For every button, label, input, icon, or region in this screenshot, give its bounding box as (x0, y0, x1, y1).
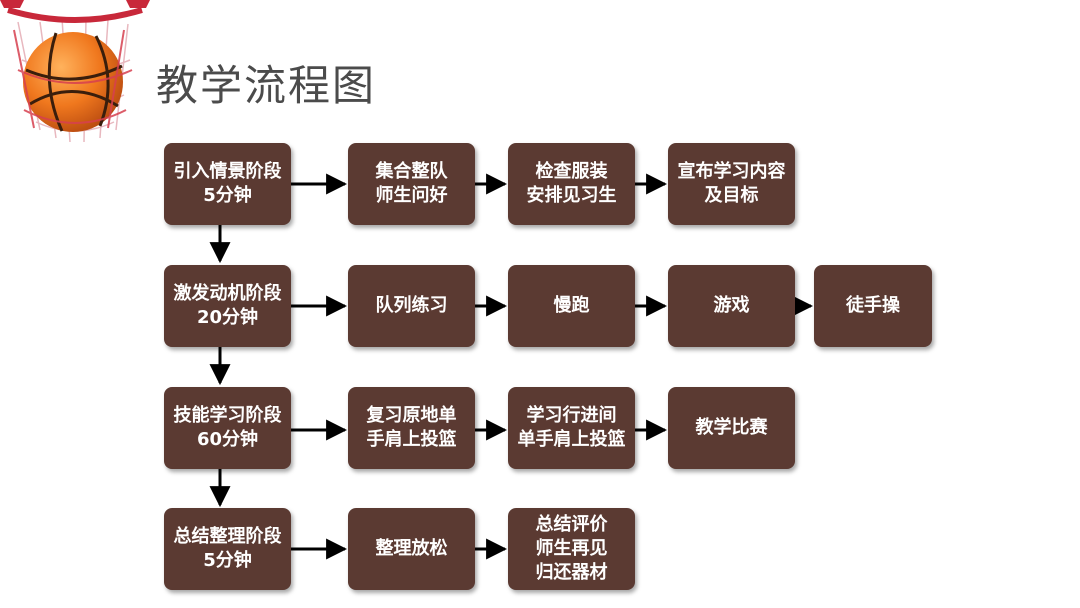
stage-box-skill: 技能学习阶段 60分钟 (164, 387, 291, 469)
step-box: 整理放松 (348, 508, 475, 590)
step-label: 游戏 (714, 294, 750, 318)
step-label: 归还器材 (536, 561, 608, 585)
step-box: 总结评价 师生再见 归还器材 (508, 508, 635, 590)
step-box: 慢跑 (508, 265, 635, 347)
step-label: 学习行进间 (527, 404, 617, 428)
stage-duration: 5分钟 (203, 184, 252, 208)
step-box: 学习行进间 单手肩上投篮 (508, 387, 635, 469)
step-label: 师生问好 (376, 184, 448, 208)
stage-box-intro: 引入情景阶段 5分钟 (164, 143, 291, 225)
step-box: 队列练习 (348, 265, 475, 347)
step-label: 慢跑 (554, 294, 590, 318)
step-box: 教学比赛 (668, 387, 795, 469)
step-label: 检查服装 (536, 160, 608, 184)
step-label: 宣布学习内容 (678, 160, 786, 184)
step-label: 总结评价 (536, 513, 608, 537)
stage-label: 激发动机阶段 (174, 282, 282, 306)
stage-label: 引入情景阶段 (174, 160, 282, 184)
step-label: 手肩上投篮 (367, 428, 457, 452)
step-box: 复习原地单 手肩上投篮 (348, 387, 475, 469)
stage-label: 总结整理阶段 (174, 525, 282, 549)
step-box: 宣布学习内容 及目标 (668, 143, 795, 225)
stage-box-motivation: 激发动机阶段 20分钟 (164, 265, 291, 347)
step-label: 徒手操 (846, 294, 900, 318)
step-box: 检查服装 安排见习生 (508, 143, 635, 225)
step-box: 徒手操 (814, 265, 932, 347)
step-label: 教学比赛 (696, 416, 768, 440)
stage-duration: 5分钟 (203, 549, 252, 573)
stage-box-summary: 总结整理阶段 5分钟 (164, 508, 291, 590)
stage-duration: 60分钟 (197, 428, 258, 452)
step-box: 游戏 (668, 265, 795, 347)
step-label: 整理放松 (376, 537, 448, 561)
step-box: 集合整队 师生问好 (348, 143, 475, 225)
step-label: 集合整队 (376, 160, 448, 184)
step-label: 队列练习 (376, 294, 448, 318)
step-label: 师生再见 (536, 537, 608, 561)
stage-label: 技能学习阶段 (174, 404, 282, 428)
basketball-hoop-icon (0, 0, 150, 150)
stage-duration: 20分钟 (197, 306, 258, 330)
step-label: 单手肩上投篮 (518, 428, 626, 452)
step-label: 复习原地单 (367, 404, 457, 428)
step-label: 及目标 (705, 184, 759, 208)
page-title: 教学流程图 (156, 52, 376, 113)
step-label: 安排见习生 (527, 184, 617, 208)
